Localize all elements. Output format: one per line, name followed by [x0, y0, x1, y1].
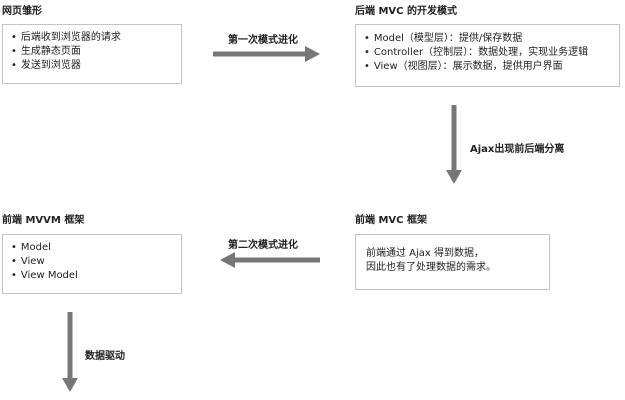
backend-mvc-title: 后端 MVC 的开发模式 — [355, 6, 457, 17]
arrow-second-evolution — [220, 252, 320, 268]
list-item: 生成静态页面 — [11, 45, 173, 59]
list-item: Model — [11, 241, 173, 255]
frontend-mvvm-box: Model View View Model — [2, 234, 182, 294]
list-item: View（视图层）：展示数据，提供用户界面 — [364, 60, 611, 74]
data-driven-label: 数据驱动 — [85, 351, 125, 362]
frontend-mvvm-list: Model View View Model — [11, 241, 173, 283]
list-item: 发送到浏览器 — [11, 59, 173, 73]
ajax-separation-label: Ajax出现前后端分离 — [470, 144, 565, 155]
arrow-data-driven — [62, 312, 78, 392]
first-evolution-label: 第一次模式进化 — [228, 35, 298, 46]
list-item: View Model — [11, 269, 173, 283]
frontend-mvc-note-line: 因此也有了处理数据的需求。 — [366, 262, 496, 273]
second-evolution-label: 第二次模式进化 — [228, 240, 298, 251]
frontend-mvvm-title: 前端 MVVM 框架 — [2, 215, 85, 226]
prototype-title: 网页雏形 — [2, 6, 42, 17]
backend-mvc-list: Model（模型层）：提供/保存数据 Controller（控制层）：数据处理，… — [364, 32, 611, 74]
arrow-ajax-separation — [446, 105, 462, 184]
arrow-first-evolution — [213, 46, 320, 62]
prototype-box: 后端收到浏览器的请求 生成静态页面 发送到浏览器 — [2, 24, 182, 84]
frontend-mvc-title: 前端 MVC 框架 — [355, 215, 427, 226]
list-item: 后端收到浏览器的请求 — [11, 31, 173, 45]
list-item: View — [11, 255, 173, 269]
frontend-mvc-box: 前端通过 Ajax 得到数据， 因此也有了处理数据的需求。 — [355, 234, 550, 290]
list-item: Controller（控制层）：数据处理，实现业务逻辑 — [364, 46, 611, 60]
list-item: Model（模型层）：提供/保存数据 — [364, 32, 611, 46]
frontend-mvc-note-line: 前端通过 Ajax 得到数据， — [366, 248, 485, 259]
prototype-list: 后端收到浏览器的请求 生成静态页面 发送到浏览器 — [11, 31, 173, 73]
backend-mvc-box: Model（模型层）：提供/保存数据 Controller（控制层）：数据处理，… — [355, 24, 620, 87]
